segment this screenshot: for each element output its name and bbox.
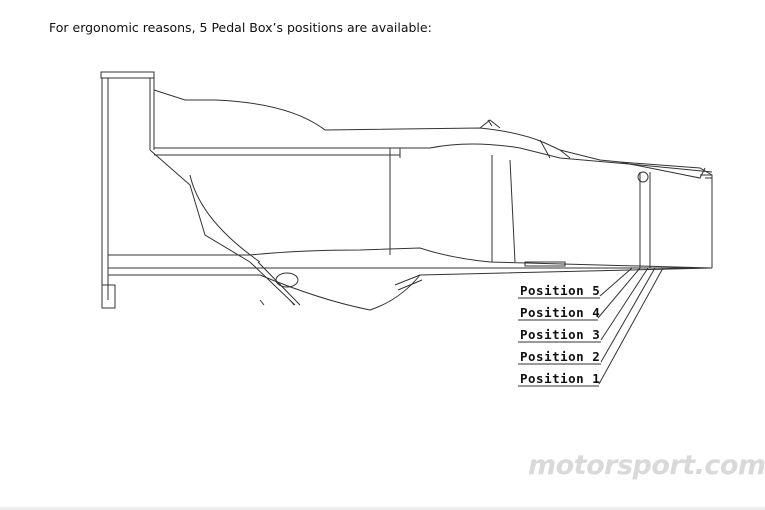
nose-pin — [637, 171, 649, 183]
nose-bracket — [619, 161, 706, 179]
floor-plate — [524, 261, 566, 267]
position-3-label: Position 3 — [520, 327, 601, 342]
leader-1 — [598, 267, 664, 385]
side-curve — [189, 174, 261, 263]
front-frames — [639, 172, 651, 268]
upper-profile — [153, 89, 713, 268]
bulkhead-left — [101, 78, 109, 300]
leader-5 — [599, 267, 633, 297]
leader-4 — [597, 267, 641, 319]
feet — [259, 299, 295, 306]
leader-2 — [600, 267, 656, 363]
access-hole — [275, 272, 299, 288]
rail-inner — [154, 148, 401, 158]
interior-frames — [389, 148, 516, 263]
intro-caption: For ergonomic reasons, 5 Pedal Box’s pos… — [49, 20, 432, 35]
diagonal-brace — [149, 149, 251, 263]
watermark-logo: motorsport.com — [528, 450, 765, 481]
top-bracket — [479, 119, 501, 129]
strut — [249, 261, 301, 306]
floor-bracket — [394, 274, 423, 291]
position-4-label: Position 4 — [520, 305, 601, 320]
bottom-strip — [0, 507, 765, 510]
upper-rail — [154, 143, 713, 173]
dash-brackets — [539, 139, 571, 159]
roll-hoop-top — [100, 71, 155, 79]
bulkhead-right — [149, 78, 155, 150]
nose-tip — [700, 174, 712, 179]
bulkhead-foot — [101, 284, 116, 309]
position-2-label: Position 2 — [520, 349, 601, 364]
floor-underside — [108, 267, 713, 311]
position-1-label: Position 1 — [520, 371, 601, 386]
lower-profile — [108, 247, 713, 269]
position-5-label: Position 5 — [520, 283, 601, 298]
leader-3 — [600, 267, 649, 341]
